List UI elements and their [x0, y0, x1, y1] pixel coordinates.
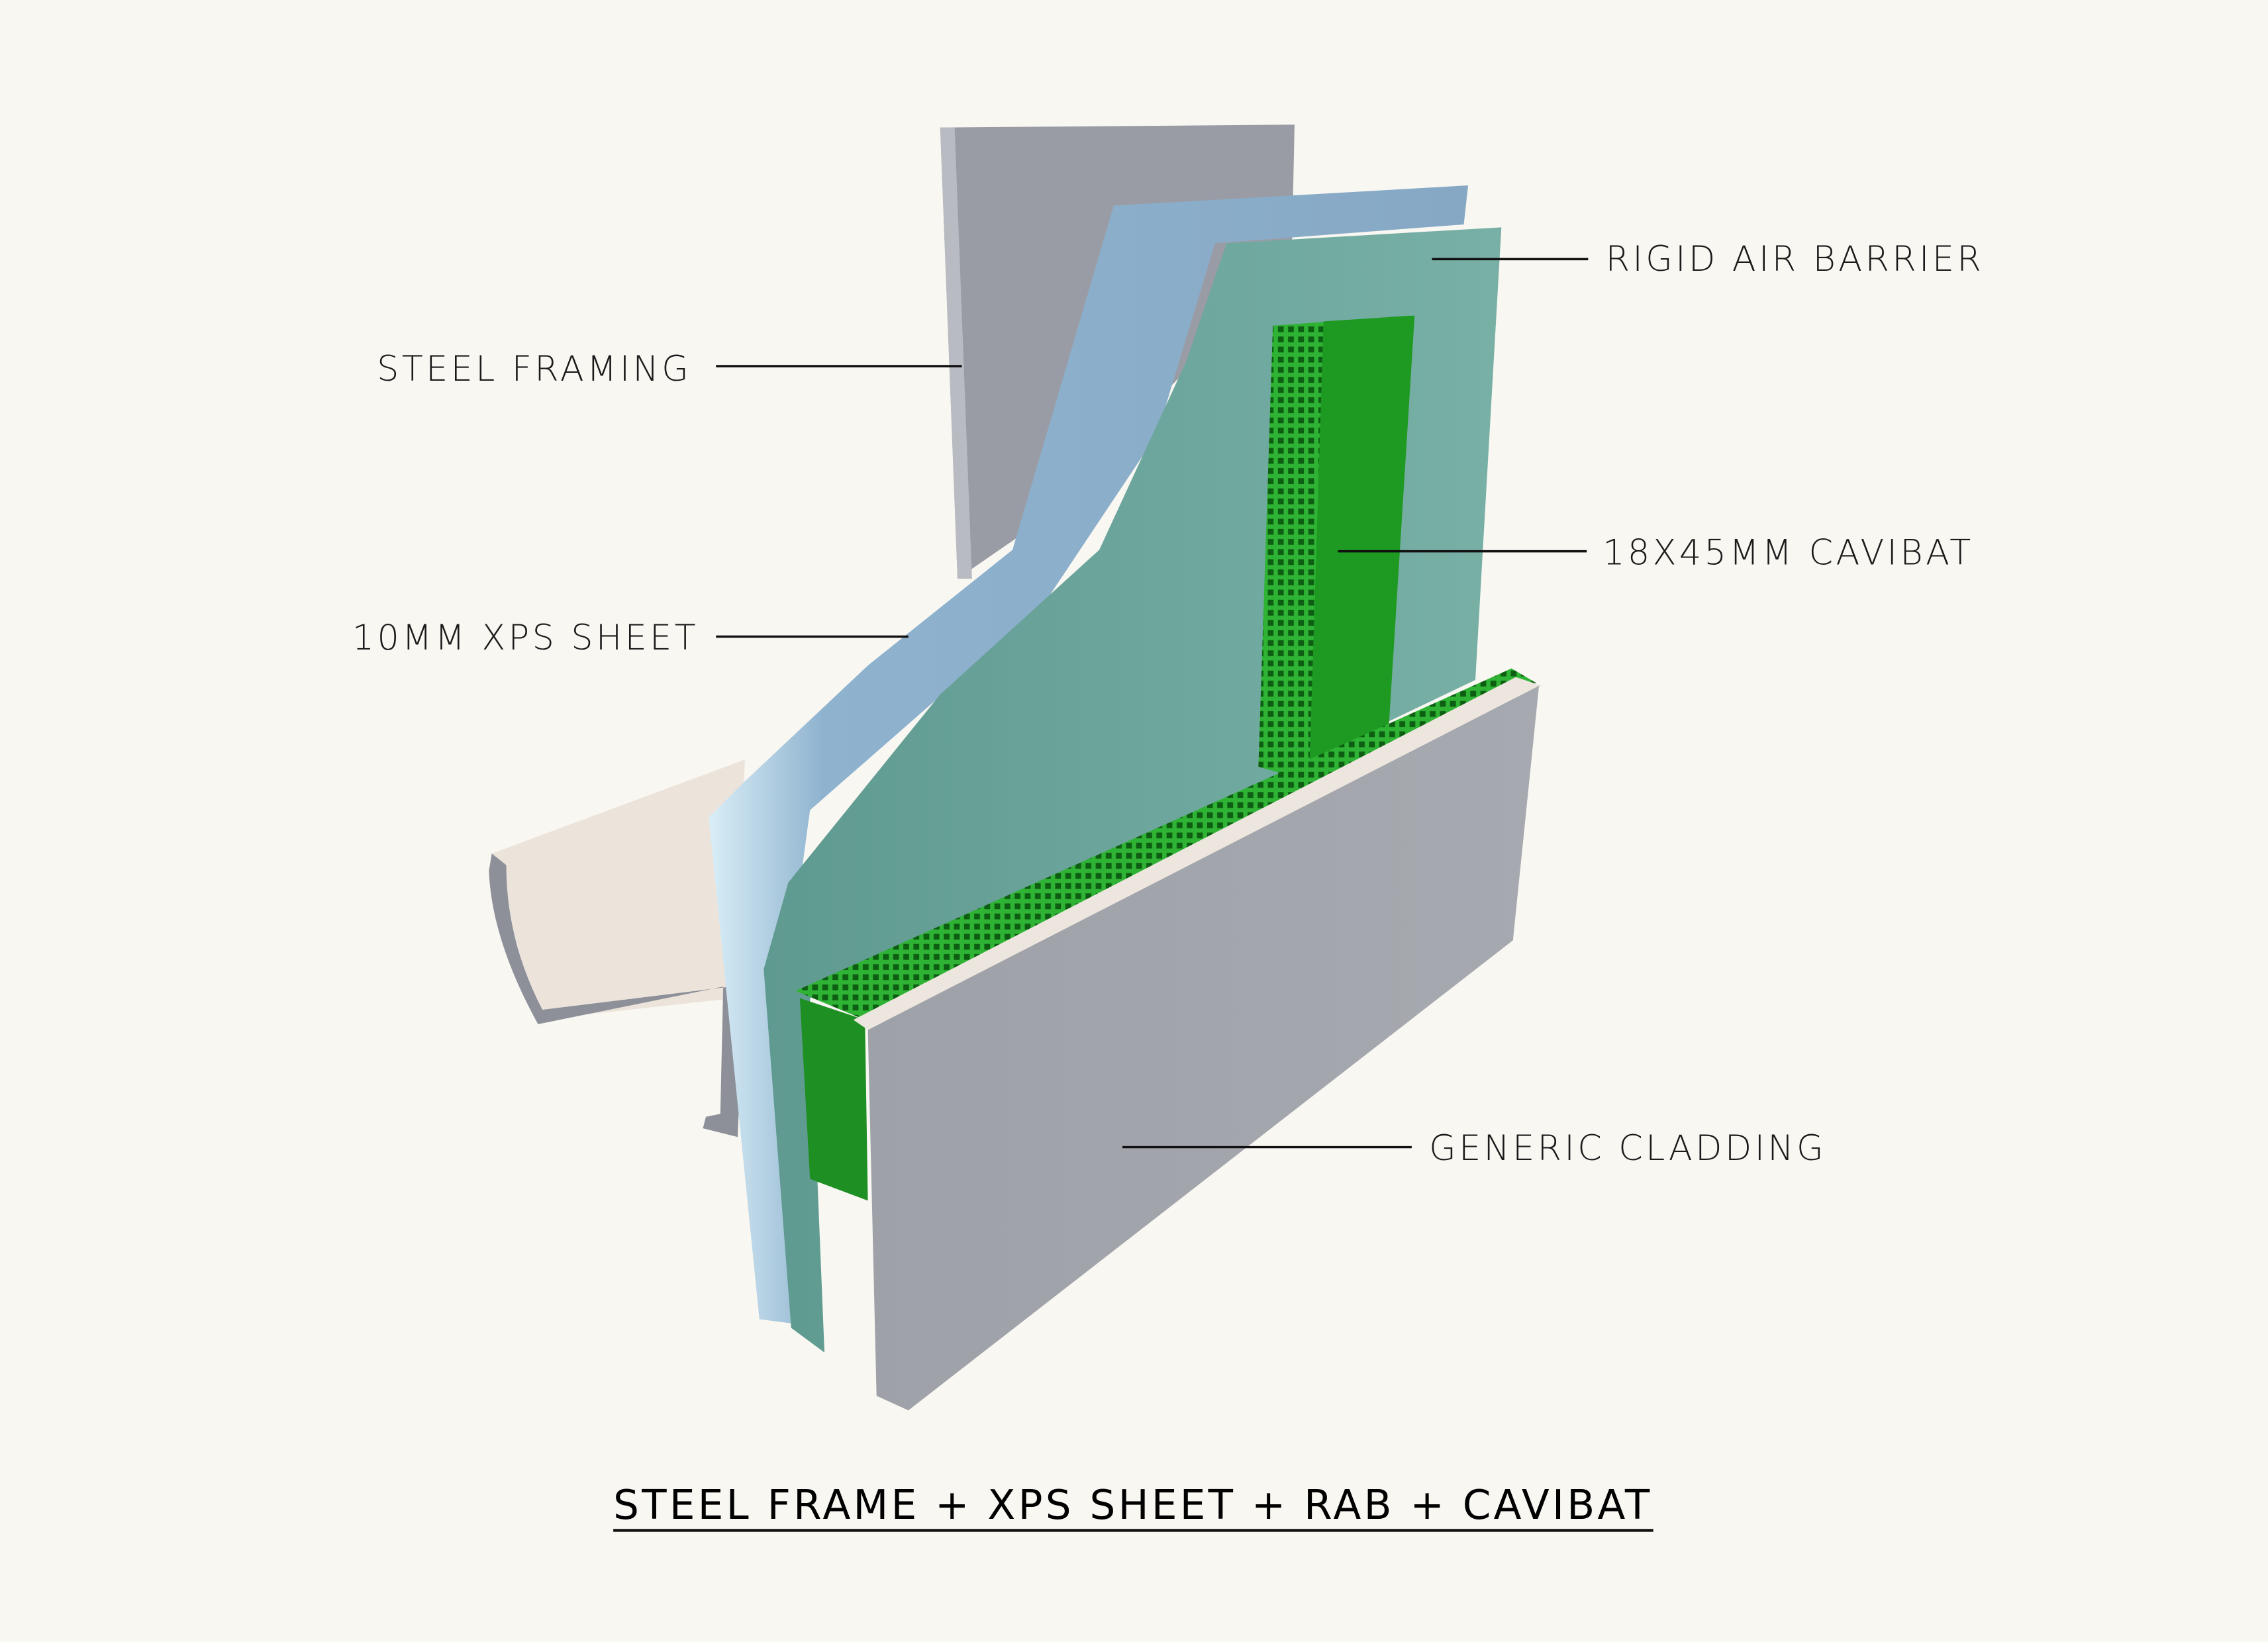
label-text: 18X45MM CAVIBAT — [1602, 532, 1973, 573]
label-text: 10MM XPS SHEET — [352, 618, 699, 658]
label-cavibat: 18X45MM CAVIBAT — [1338, 532, 1973, 573]
cavibat — [795, 315, 1536, 1201]
label-cladding: GENERIC CLADDING — [1122, 1128, 1826, 1169]
label-rigid-air-barrier: RIGID AIR BARRIER — [1432, 239, 1985, 279]
label-text: RIGID AIR BARRIER — [1606, 239, 1985, 279]
label-xps-sheet: 10MM XPS SHEET — [352, 618, 909, 658]
generic-cladding — [853, 677, 1542, 1411]
label-text: GENERIC CLADDING — [1429, 1128, 1826, 1169]
label-steel-framing: STEEL FRAMING — [377, 349, 962, 389]
label-text: STEEL FRAMING — [377, 349, 691, 389]
diagram-title: STEEL FRAME + XPS SHEET + RAB + CAVIBAT — [613, 1482, 1652, 1529]
